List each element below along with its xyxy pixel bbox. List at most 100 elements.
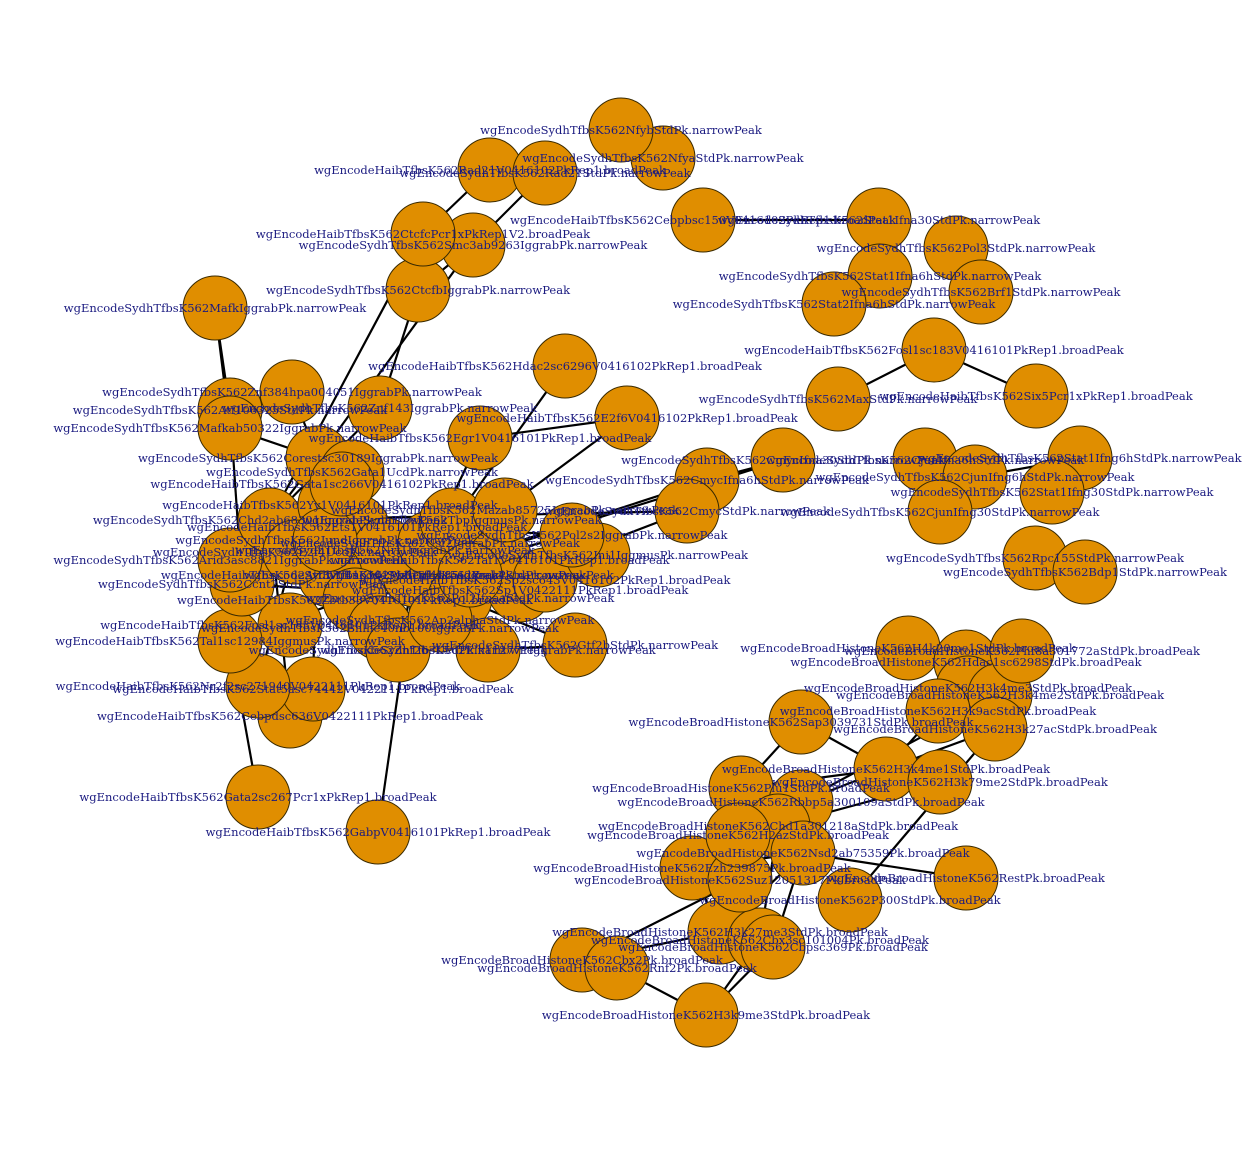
node-label-p300: wgEncodeBroadHistoneK562P300StdPk.broadP… — [699, 893, 1001, 907]
node-label-six5: wgEncodeHaibTfbsK562Six5Pcr1xPkRep1.broa… — [879, 389, 1193, 403]
node-label-ap2: wgEncodeSydhTfbsK562Ap2alphaStdPk.narrow… — [286, 613, 596, 627]
node-label-rpc155: wgEncodeSydhTfbsK562Rpc155StdPk.narrowPe… — [886, 551, 1185, 565]
node-label-nfyb: wgEncodeSydhTfbsK562NfybStdPk.narrowPeak — [480, 123, 763, 137]
node-label-rad21: wgEncodeHaibTfbsK562Rad21V0416102PkRep1.… — [314, 163, 667, 177]
node-label-xrcc4: wgEncodeSydhTfbsK562Xrcc4StdPk.narrowPea… — [326, 568, 614, 582]
node-label-tbp: wgEncodeSydhTfbsK562TbpIggmusPk.narrowPe… — [302, 513, 603, 527]
node-label-h3k4me3: wgEncodeBroadHistoneK562H3k4me3StdPk.bro… — [804, 681, 1133, 695]
node-label-yy1: wgEncodeHaibTfbsK562Yy1V0416101PkRep1.br… — [162, 498, 499, 512]
node-fosl1sc183 — [901, 317, 967, 383]
node-label-gata2: wgEncodeHaibTfbsK562Gata2sc267Pcr1xPkRep… — [79, 790, 437, 804]
node-label-stat2-ifna6h: wgEncodeSydhTfbsK562Stat2Ifna6hStdPk.nar… — [673, 297, 997, 311]
node-gtf2b — [542, 612, 608, 678]
node-label-cbx3: wgEncodeBroadHistoneK562Cbx3sc101004Pk.b… — [591, 933, 930, 947]
node-e2f6 — [594, 385, 660, 451]
node-label-gata1a: wgEncodeHaibTfbsK562Gata1sc266V0416102Pk… — [150, 477, 534, 491]
node-label-cbpsc369: wgEncodeBroadHistoneK562Cbpsc369Pk.broad… — [618, 940, 929, 954]
node-label-gata1: wgEncodeSydhTfbsK562Gata1UcdPk.narrowPea… — [206, 465, 499, 479]
node-rnf2 — [584, 935, 650, 1001]
node-znf384 — [259, 359, 325, 425]
node-label-elk112771: wgEncodeSydhTfbsK562Elk112771IggrabPk.na… — [320, 643, 657, 657]
node-label-sap30: wgEncodeBroadHistoneK562Sap3039731StdPk.… — [629, 715, 975, 729]
node-label-znf143: wgEncodeSydhTfbsK562Znf143IggrabPk.narro… — [223, 401, 538, 415]
node-h3k27ac — [962, 696, 1028, 762]
node-label-ctcfb: wgEncodeSydhTfbsK562CtcfbIggrabPk.narrow… — [266, 283, 571, 297]
node-xrcc4 — [437, 542, 503, 608]
node-cmyc-ifna30 — [750, 427, 816, 493]
node-label-bhlhe40: wgEncodeSydhTfbsK562Bhlhe40nb100IggrabPk… — [201, 621, 560, 635]
node-label-h3k27me3: wgEncodeBroadHistoneK562H3k27me3StdPk.br… — [552, 925, 889, 939]
node-label-cmyc-ifna30: wgEncodeSydhTfbsK562CmycIfna30StdPk.narr… — [621, 453, 946, 467]
node-label-tal1: wgEncodeHaibTfbsK562Tal1sc12984IggmusPk.… — [55, 634, 405, 648]
node-cjund — [907, 479, 973, 545]
node-label-znf263: wgEncodeSydhTfbsK562Znf263UcdPk.narrowPe… — [249, 643, 549, 657]
node-label-ezh2: wgEncodeBroadHistoneK562Ezh239875Pk.broa… — [533, 861, 852, 875]
node-label-cmyc-ifna6h: wgEncodeSydhTfbsK562CmycIfna6hStdPk.narr… — [545, 473, 870, 487]
node-label-sp2: wgEncodeHaibTfbsK562Sp2sc643V0416102PkRe… — [360, 573, 732, 587]
node-h3k79me2 — [907, 749, 973, 815]
node-label-smc3: wgEncodeSydhTfbsK562Smc3ab9263IggrabPk.n… — [299, 238, 649, 252]
node-label-zbtb33: wgEncodeHaibTfbsK562Zbtb33V0416101PkRep1… — [177, 593, 534, 607]
node-h3k9me3 — [673, 982, 739, 1048]
node-label-gabp: wgEncodeHaibTfbsK562GabpV0416101PkRep1.b… — [206, 825, 552, 839]
node-label-pol3: wgEncodeSydhTfbsK562Pol3StdPk.narrowPeak — [817, 241, 1097, 255]
node-maf-k — [182, 275, 248, 341]
node-label-max: wgEncodeSydhTfbsK562MaxStdPk.narrowPeak — [699, 392, 979, 406]
node-nfyb — [588, 97, 654, 163]
node-arid3a — [197, 527, 263, 593]
node-label-ccnt2: wgEncodeSydhTfbsK562Ccnt2StdPk.narrowPea… — [98, 577, 387, 591]
node-label-sp1: wgEncodeHaibTfbsK562Sp1V0422111PkRep1.br… — [352, 583, 690, 597]
node-label-h3k4me1: wgEncodeBroadHistoneK562H3k4me1StdPk.bro… — [722, 762, 1051, 776]
node-hdac2 — [532, 333, 598, 399]
node-label-taf1: wgEncodeHaibTfbsK562Taf1V0416101PkRep1.b… — [330, 553, 670, 567]
node-layer — [182, 97, 1118, 1048]
node-elk112771 — [455, 617, 521, 683]
node-nsd2 — [770, 820, 836, 886]
node-rest — [933, 845, 999, 911]
node-label-chd2: wgEncodeSydhTfbsK562Chd2ab68301IggrabPk.… — [93, 513, 448, 527]
node-label-znf384: wgEncodeSydhTfbsK562Znf384hpa004051Iggra… — [102, 385, 483, 399]
node-label-cjun: wgEncodeSydhTfbsK562CjunIfna6hStdPk.narr… — [766, 453, 1086, 467]
node-label-hdac2: wgEncodeHaibTfbsK562Hdac2sc6296V0416102P… — [368, 359, 763, 373]
node-label-fosl1: wgEncodeHaibTfbsK562Fosl1sc183V0416101Pk… — [100, 618, 481, 632]
edge-p300-h3k27ac — [849, 728, 996, 901]
node-mafkab50322 — [197, 395, 263, 461]
node-label-h3k27ac: wgEncodeBroadHistoneK562H3k27acStdPk.bro… — [833, 722, 1158, 736]
node-label-stat5a: wgEncodeHaibTfbsK562Stat5asc74442V042211… — [112, 682, 514, 696]
node-label-atf106325: wgEncodeSydhTfbsK562Atf106325StdPk.narro… — [73, 403, 388, 417]
node-label-hdac1: wgEncodeBroadHistoneK562Hdac1sc6298StdPk… — [790, 655, 1142, 669]
node-label-stat1-ifng6h: wgEncodeSydhTfbsK562Stat1Ifng6hStdPk.nar… — [918, 451, 1242, 465]
node-label-mazab85725: wgEncodeSydhTfbsK562Mazab85725IggrabPk.n… — [331, 503, 680, 517]
node-rad21s — [512, 140, 578, 206]
node-phf8 — [989, 618, 1055, 684]
node-stat2-ifna6h — [801, 271, 867, 337]
node-gabp — [345, 799, 411, 865]
node-label-atf3: wgEncodeHaibTfbsK562Atf3V0416101PkRep1.b… — [161, 568, 500, 582]
node-cebpb — [670, 187, 736, 253]
node-stat1-ifng30 — [1019, 459, 1085, 525]
node-max — [805, 366, 871, 432]
node-label-rad21s: wgEncodeSydhTfbsK562Rad21StdPk.narrowPea… — [399, 166, 691, 180]
node-bdp1 — [1052, 539, 1118, 605]
node-label-cebpd: wgEncodeHaibTfbsK562Cebpdsc636V0422111Pk… — [97, 709, 484, 723]
node-label-chx2: wgEncodeBroadHistoneK562Cbx2Pk.broadPeak — [441, 953, 724, 967]
node-label-stat1-ifna30: wgEncodeSydhTfbsK562Stat1Ifna30StdPk.nar… — [718, 213, 1042, 227]
node-label-ets1: wgEncodeHaibTfbsK562Ets1V0416101PkRep1.b… — [187, 520, 528, 534]
node-label-chd1: wgEncodeBroadHistoneK562Chd1a301218aStdP… — [598, 819, 959, 833]
node-label-pol2s2: wgEncodeSydhTfbsK562Pol2s2IggrabPk.narro… — [416, 528, 728, 542]
node-label-cmyc: wgEncodeSydhTfbsK562CmycStdPk.narrowPeak — [544, 504, 831, 518]
node-label-nr2f2: wgEncodeHaibTfbsK562Nr2f2sc271940V042211… — [56, 679, 462, 693]
node-label-nfya: wgEncodeSydhTfbsK562NfyaStdPk.narrowPeak — [522, 151, 804, 165]
node-label-jund: wgEncodeSydhTfbsK562JundIggrabPk.narrowP… — [175, 533, 475, 547]
node-label-stat1-ifna6h: wgEncodeSydhTfbsK562Stat1Ifna6hStdPk.nar… — [719, 269, 1043, 283]
node-label-ini1: wgEncodeSydhTfbsK562Ini1IggmusPk.narrowP… — [448, 548, 749, 562]
node-label-bdp1: wgEncodeSydhTfbsK562Bdp1StdPk.narrowPeak — [943, 565, 1228, 579]
node-label-corest: wgEncodeSydhTfbsK562Corestsc30189IggrabP… — [138, 451, 499, 465]
node-label-maf-k: wgEncodeSydhTfbsK562MafkIggrabPk.narrowP… — [64, 301, 368, 315]
node-label-nrf1: wgEncodeSydhTfbsK562Nrf1IggrabPk.narrowP… — [235, 543, 536, 557]
node-mazab85725 — [472, 477, 538, 543]
node-label-suz12: wgEncodeBroadHistoneK562Suz12051317Pk.br… — [574, 873, 907, 887]
node-label-h3k9me3: wgEncodeBroadHistoneK562H3k9me3StdPk.bro… — [542, 1008, 871, 1022]
node-label-cjund: wgEncodeSydhTfbsK562CjunIfng30StdPk.narr… — [781, 505, 1101, 519]
